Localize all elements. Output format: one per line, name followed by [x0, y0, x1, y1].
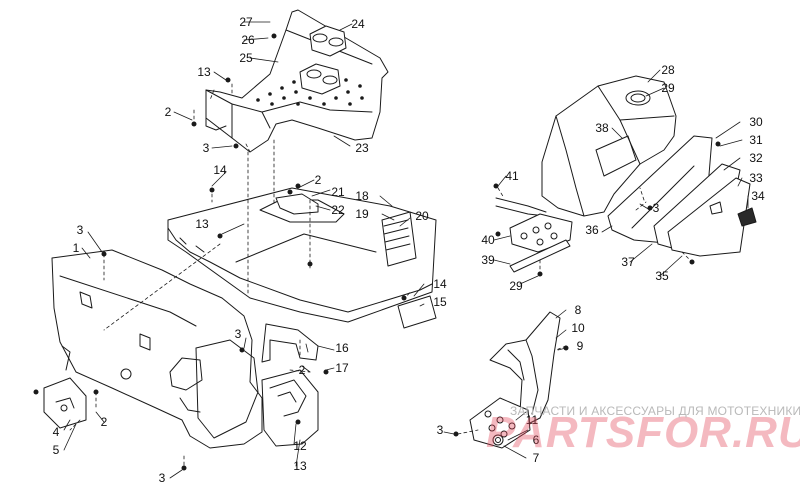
front-fender: [489, 311, 561, 425]
callout-c15: 15: [433, 295, 447, 309]
bracket-15: [397, 295, 437, 329]
access-panel-33: [667, 177, 751, 257]
callout-c39: 39: [481, 253, 495, 267]
callout-c12: 12: [293, 439, 307, 453]
callout-c13c: 13: [293, 459, 307, 473]
callout-c20: 20: [415, 209, 429, 223]
callout-c17: 17: [335, 361, 349, 375]
callout-c3d: 3: [653, 201, 660, 215]
floor-panel: [167, 187, 437, 323]
callout-c41: 41: [505, 169, 519, 183]
callout-labels: 1222233333345678910111213131314141516171…: [53, 15, 765, 485]
rear-fender-panel: [51, 249, 263, 449]
callout-c2b: 2: [315, 173, 322, 187]
callout-c21: 21: [331, 185, 345, 199]
callout-c28: 28: [661, 63, 675, 77]
storage-box: [541, 75, 677, 217]
callout-c2c: 2: [299, 363, 306, 377]
callout-c6: 6: [533, 433, 540, 447]
hardware-points: [33, 33, 721, 471]
upper-console-tray: [205, 9, 389, 153]
callout-c37: 37: [621, 255, 635, 269]
callout-c3b: 3: [77, 223, 84, 237]
callout-c30: 30: [749, 115, 763, 129]
callout-c24: 24: [351, 17, 365, 31]
callout-c34: 34: [751, 189, 765, 203]
callout-c3c: 3: [235, 327, 242, 341]
callout-c13b: 13: [195, 217, 209, 231]
bracket-16: [261, 323, 319, 363]
callout-c11: 11: [526, 413, 539, 427]
callout-c1: 1: [73, 241, 80, 255]
latch-34: [737, 207, 757, 227]
callout-c7: 7: [533, 451, 540, 465]
callout-c38: 38: [595, 121, 609, 135]
callout-c25: 25: [239, 51, 253, 65]
callout-c23: 23: [355, 141, 369, 155]
watermark-logo: PARTSFOR.RU: [486, 408, 800, 457]
callout-c2a: 2: [165, 105, 172, 119]
callout-c31: 31: [749, 133, 763, 147]
bracket-21: [275, 193, 319, 215]
fender-mount-plate-11: [469, 397, 531, 449]
rack-bracket-39: [495, 197, 573, 273]
callout-leaders: [63, 21, 749, 479]
callout-c10: 10: [571, 321, 585, 335]
callout-c19: 19: [355, 207, 369, 221]
watermark-caption: ЗАПЧАСТИ И АКСЕССУАРЫ ДЛЯ МОТОТЕХНИКИ: [510, 404, 800, 418]
callout-c32: 32: [749, 151, 763, 165]
callout-c9: 9: [577, 339, 584, 353]
callout-c22: 22: [331, 203, 345, 217]
callout-c29b: 29: [509, 279, 523, 293]
callout-c3e: 3: [159, 471, 166, 485]
callout-c27: 27: [239, 15, 253, 29]
callout-c40: 40: [481, 233, 495, 247]
callout-c5: 5: [53, 443, 60, 457]
callout-c18: 18: [355, 189, 369, 203]
callout-c3a: 3: [203, 141, 210, 155]
nut-7: [492, 434, 504, 446]
callout-c29a: 29: [661, 81, 675, 95]
callout-c26: 26: [241, 33, 255, 47]
callout-c4: 4: [53, 425, 60, 439]
callout-c33: 33: [749, 171, 763, 185]
mount-plate-4: [43, 377, 87, 429]
callout-c3f: 3: [437, 423, 444, 437]
callout-c13a: 13: [197, 65, 211, 79]
callout-c2d: 2: [101, 415, 108, 429]
mud-flap-12: [261, 369, 319, 447]
callout-c35: 35: [655, 269, 669, 283]
callout-c14a: 14: [213, 163, 227, 177]
callout-c14b: 14: [433, 277, 447, 291]
callout-c16: 16: [335, 341, 349, 355]
callout-c8: 8: [575, 303, 582, 317]
callout-c36: 36: [585, 223, 599, 237]
